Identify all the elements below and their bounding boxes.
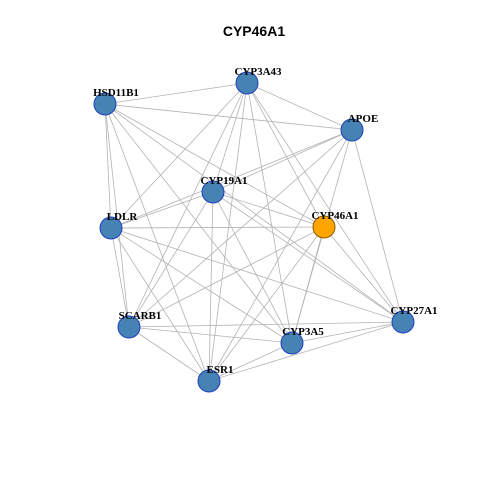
edge-hsd11b1-cyp27a1 [104,103,404,323]
edge-cyp3a43-cyp19a1 [212,82,248,193]
edge-apoe-cyp19a1 [212,129,353,193]
edge-apoe-ldlr [110,129,353,229]
edge-cyp19a1-esr1 [208,191,214,382]
edge-cyp27a1-esr1 [208,321,404,382]
node-cyp27a1 [391,310,415,334]
node-scarb1 [117,315,141,339]
node-layer [93,71,415,393]
edge-cyp3a43-hsd11b1 [104,82,248,105]
edge-hsd11b1-cyp3a5 [104,103,293,344]
node-label-scarb1: SCARB1 [119,310,162,322]
node-hsd11b1 [93,92,117,116]
edge-cyp3a43-cyp46a1 [246,82,325,228]
node-label-esr1: ESR1 [207,364,234,376]
edge-apoe-cyp27a1 [351,129,404,323]
node-apoe [340,118,364,142]
edge-cyp46a1-esr1 [208,226,325,382]
node-label-cyp19a1: CYP19A1 [200,175,247,187]
edge-layer [104,82,404,382]
edge-ldlr-cyp46a1 [110,226,325,229]
edge-scarb1-cyp27a1 [128,321,404,328]
node-cyp3a43 [235,71,259,95]
node-label-cyp3a43: CYP3A43 [234,66,282,78]
node-label-cyp27a1: CYP27A1 [390,305,437,317]
node-ldlr [99,216,123,240]
edge-ldlr-scarb1 [110,227,130,328]
edge-hsd11b1-cyp46a1 [104,103,325,228]
edge-cyp46a1-scarb1 [128,226,325,328]
edge-hsd11b1-scarb1 [104,103,130,328]
node-label-cyp46a1: CYP46A1 [311,210,358,222]
node-label-ldlr: LDLR [107,211,139,223]
edge-cyp19a1-cyp27a1 [212,191,404,323]
node-label-hsd11b1: HSD11B1 [93,87,139,99]
node-label-apoe: APOE [348,113,379,125]
node-cyp19a1 [201,180,225,204]
node-cyp46a1 [312,215,336,239]
edge-cyp19a1-cyp46a1 [212,191,325,228]
edge-cyp3a43-esr1 [208,82,248,382]
edge-ldlr-cyp27a1 [110,227,404,323]
edge-cyp3a43-cyp27a1 [246,82,404,323]
diagram-title: CYP46A1 [223,23,285,39]
edge-apoe-esr1 [208,129,353,382]
edge-apoe-scarb1 [128,129,353,328]
edge-cyp3a5-esr1 [208,342,293,382]
edge-hsd11b1-apoe [104,103,353,131]
edge-ldlr-esr1 [110,227,210,382]
node-label-cyp3a5: CYP3A5 [282,326,324,338]
edge-ldlr-cyp3a5 [110,227,293,344]
edge-cyp19a1-cyp3a5 [212,191,293,344]
edge-cyp19a1-scarb1 [128,191,214,328]
edge-cyp27a1-cyp3a5 [291,321,404,344]
node-esr1 [197,369,221,393]
edge-cyp3a43-ldlr [110,82,248,229]
edge-scarb1-esr1 [128,326,210,382]
node-cyp3a5 [280,331,304,355]
edge-scarb1-cyp3a5 [128,326,293,344]
edge-cyp3a43-apoe [246,82,353,131]
edge-cyp3a43-scarb1 [128,82,248,328]
edge-cyp19a1-ldlr [110,191,214,229]
edge-hsd11b1-ldlr [104,103,112,229]
edge-cyp3a43-cyp3a5 [246,82,293,344]
edge-cyp46a1-cyp27a1 [323,226,404,323]
